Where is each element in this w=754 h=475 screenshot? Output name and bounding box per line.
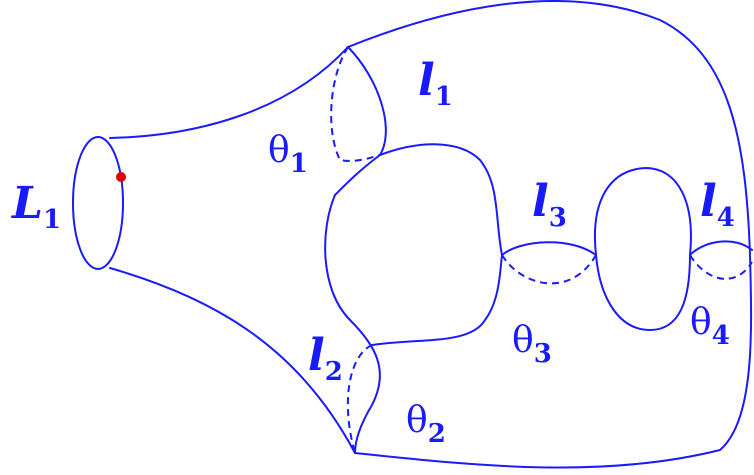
twist-label-theta3: θ3: [512, 320, 552, 369]
cuff-l2-back: [346, 344, 373, 454]
cuff-l4-front: [689, 240, 753, 256]
inner-hole-bottom: [371, 254, 503, 346]
cuff-l3-front: [501, 241, 597, 256]
length-label-l4: l4: [700, 176, 735, 233]
middle-loop: [594, 167, 692, 331]
outer-top-edge: [109, 46, 349, 139]
twist-label-theta2: θ2: [406, 400, 446, 449]
outer-right-boundary: [347, 0, 753, 469]
basepoint-marker: [116, 172, 126, 182]
length-label-l1: l1: [418, 55, 453, 112]
cuff-l1-front: [334, 46, 387, 196]
boundary-circle: [72, 136, 124, 270]
outer-bottom-edge: [109, 267, 356, 454]
inner-hole-top: [379, 143, 503, 256]
length-label-l2: l2: [308, 330, 343, 387]
cuff-l1-back: [330, 46, 381, 162]
inner-hole-left: [324, 194, 381, 454]
boundary-label-L1: L1: [10, 178, 61, 235]
twist-label-theta1: θ1: [268, 130, 308, 179]
cuff-l3-back: [501, 254, 597, 285]
cuff-l4-back: [689, 254, 753, 280]
twist-label-theta4: θ4: [690, 302, 730, 351]
length-label-l3: l3: [532, 176, 567, 233]
